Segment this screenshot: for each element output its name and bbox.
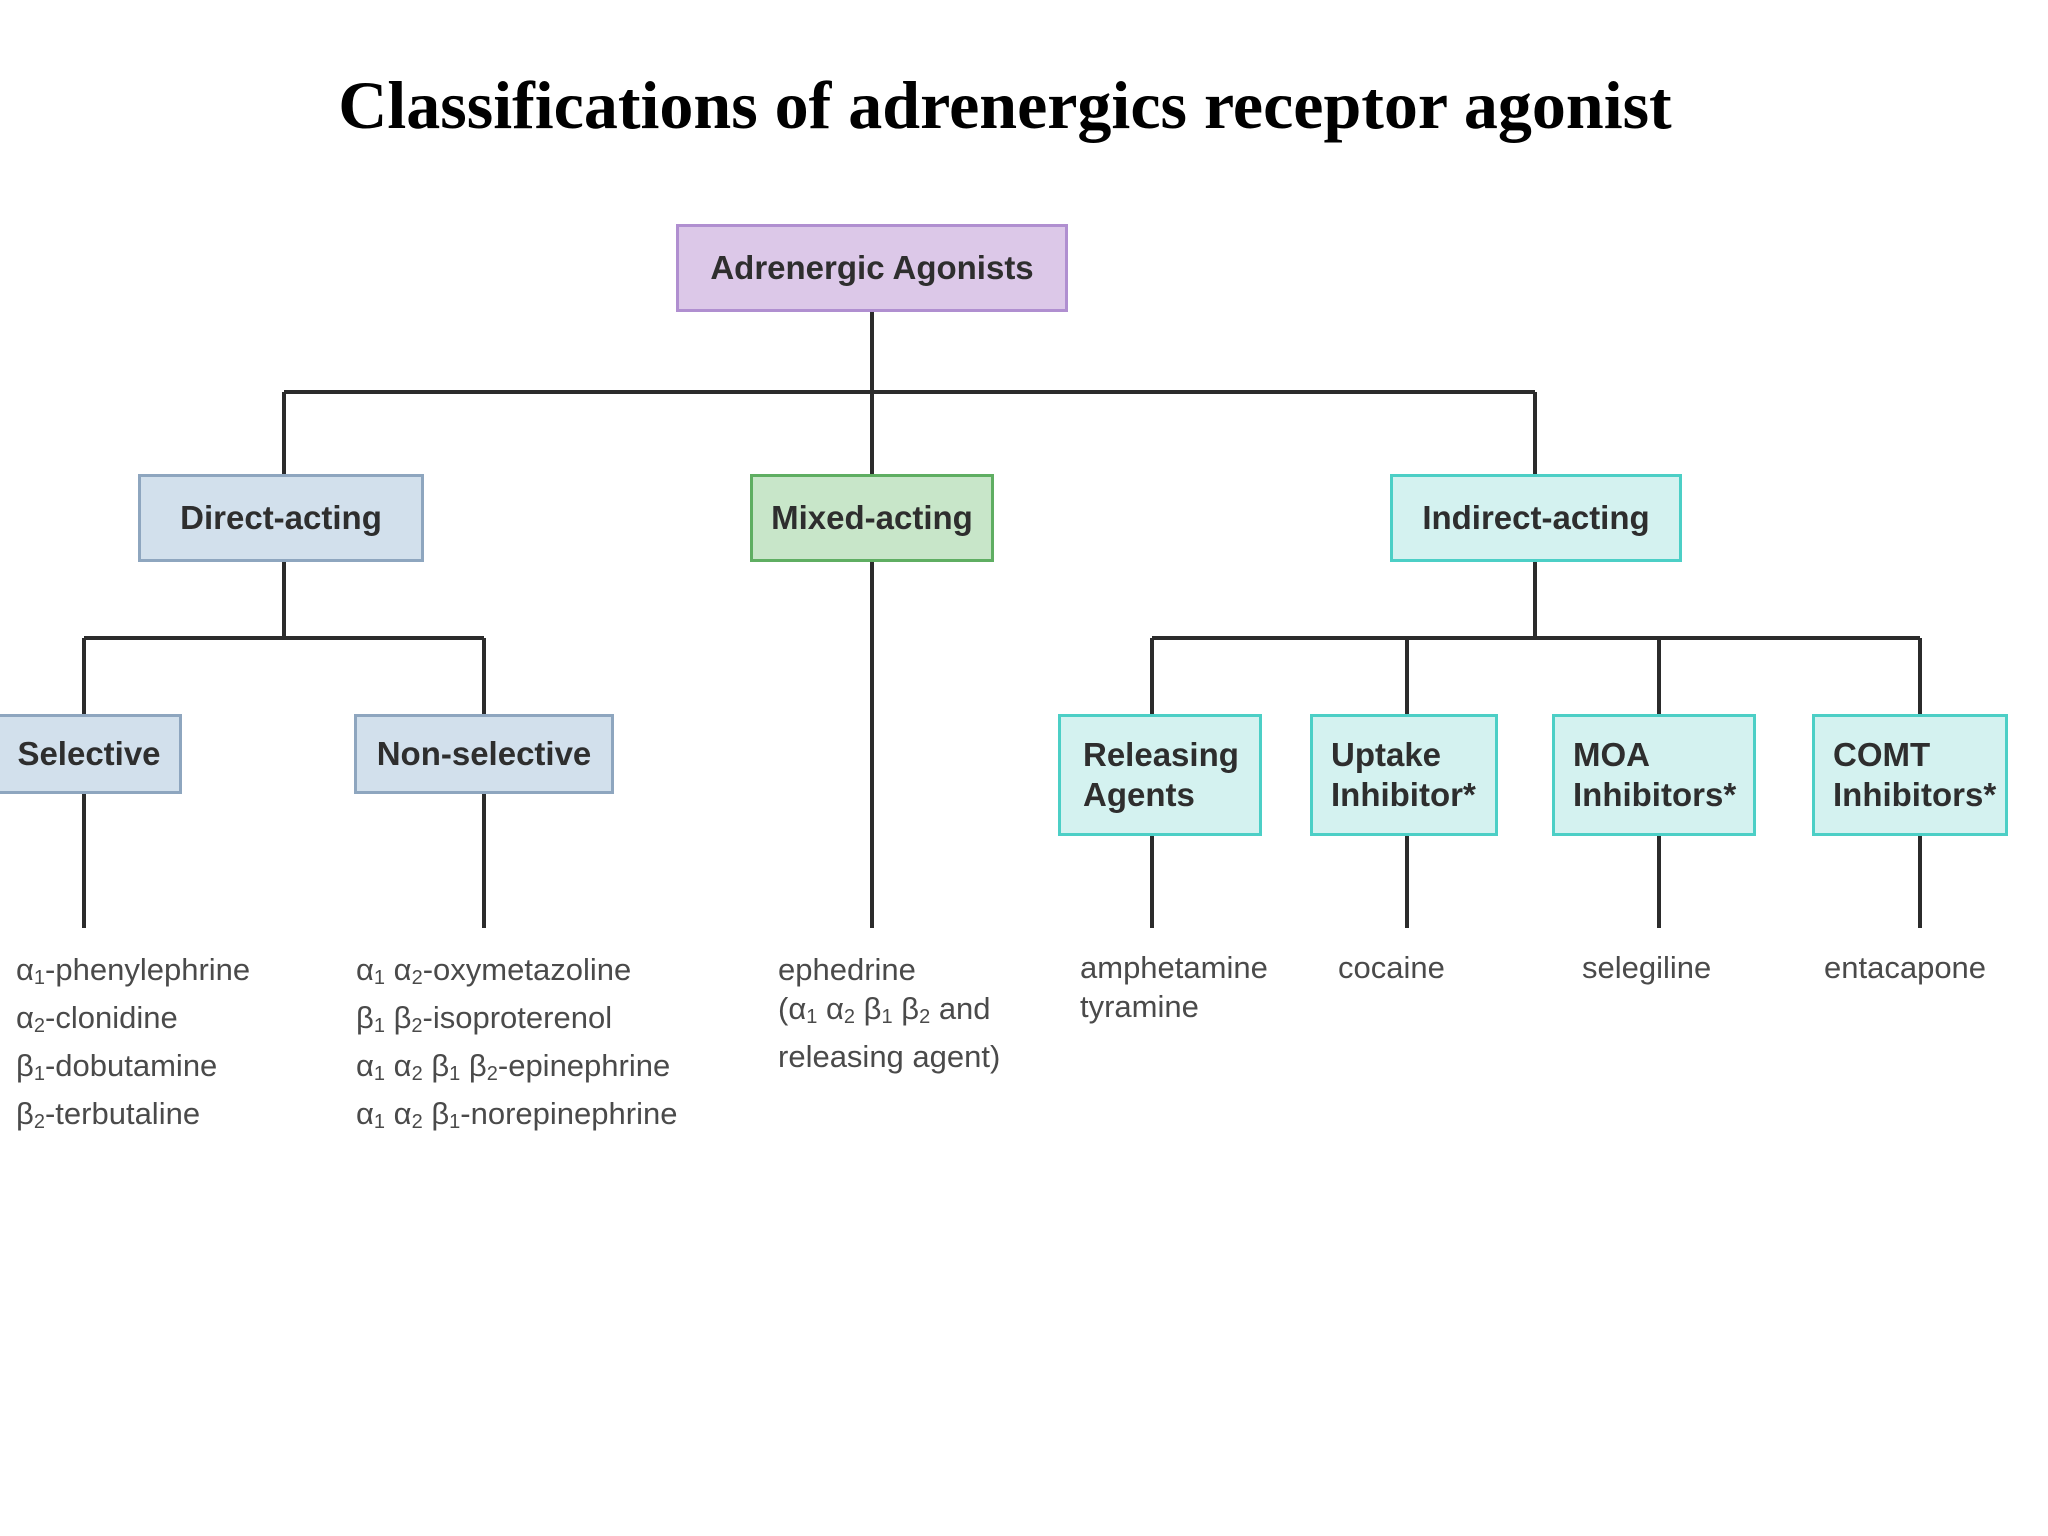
node-adrenergic-agonists: Adrenergic Agonists	[676, 224, 1068, 312]
example-item: α1 α2 β1-norepinephrine	[356, 1096, 678, 1133]
node-label: Mixed-acting	[771, 499, 973, 537]
node-indirect-acting: Indirect-acting	[1390, 474, 1682, 562]
example-item: α1 α2 β1 β2-epinephrine	[356, 1048, 671, 1085]
example-item: (α1 α2 β1 β2 and	[778, 991, 991, 1028]
example-item: selegiline	[1582, 950, 1712, 985]
node-uptake-inhibitor: Uptake Inhibitor*	[1310, 714, 1498, 836]
example-item: entacapone	[1824, 950, 1987, 985]
node-label-line1: Releasing	[1083, 736, 1239, 774]
node-label-line2: Inhibitors*	[1573, 776, 1737, 813]
page-title: Classifications of adrenergics receptor …	[338, 67, 1672, 143]
example-item: ephedrine	[778, 952, 916, 987]
node-label: Direct-acting	[180, 499, 382, 537]
node-label: Indirect-acting	[1422, 499, 1650, 537]
examples-moa: selegiline	[1582, 948, 1711, 987]
node-comt-inhibitors: COMT Inhibitors*	[1812, 714, 2008, 836]
example-item: tyramine	[1080, 989, 1199, 1024]
node-label-line1: MOA	[1573, 736, 1650, 774]
node-label-line2: Inhibitor*	[1331, 776, 1476, 813]
node-label: Non-selective	[376, 735, 592, 773]
node-label: Selective	[17, 735, 161, 773]
example-item: β1 β2-isoproterenol	[356, 1000, 613, 1037]
node-label-line1: Uptake	[1331, 736, 1442, 774]
examples-uptake: cocaine	[1338, 948, 1445, 987]
node-direct-acting: Direct-acting	[138, 474, 424, 562]
example-item: β2-terbutaline	[16, 1096, 201, 1133]
node-selective: Selective	[0, 714, 182, 794]
node-label: Adrenergic Agonists	[710, 249, 1034, 287]
example-item: α1 α2-oxymetazoline	[356, 952, 632, 989]
examples-mixed: ephedrine (α1 α2 β1 β2 and releasing age…	[778, 950, 1000, 1076]
examples-selective: α1-phenylephrine α2-clonidine β1-dobutam…	[16, 950, 250, 1142]
example-item: α1-phenylephrine	[16, 952, 251, 989]
example-item: releasing agent)	[778, 1039, 1001, 1074]
example-item: α2-clonidine	[16, 1000, 178, 1037]
node-mixed-acting: Mixed-acting	[750, 474, 994, 562]
node-label-line1: COMT	[1833, 736, 1931, 774]
node-non-selective: Non-selective	[354, 714, 614, 794]
node-releasing-agents: Releasing Agents	[1058, 714, 1262, 836]
examples-comt: entacapone	[1824, 948, 1986, 987]
example-item: β1-dobutamine	[16, 1048, 218, 1085]
examples-non-selective: α1 α2-oxymetazoline β1 β2-isoproterenol …	[356, 950, 677, 1142]
node-label-line2: Inhibitors*	[1833, 776, 1997, 813]
example-item: cocaine	[1338, 950, 1445, 985]
node-moa-inhibitors: MOA Inhibitors*	[1552, 714, 1756, 836]
node-label-line2: Agents	[1083, 776, 1195, 813]
example-item: amphetamine	[1080, 950, 1268, 985]
examples-releasing: amphetamine tyramine	[1080, 948, 1268, 1026]
